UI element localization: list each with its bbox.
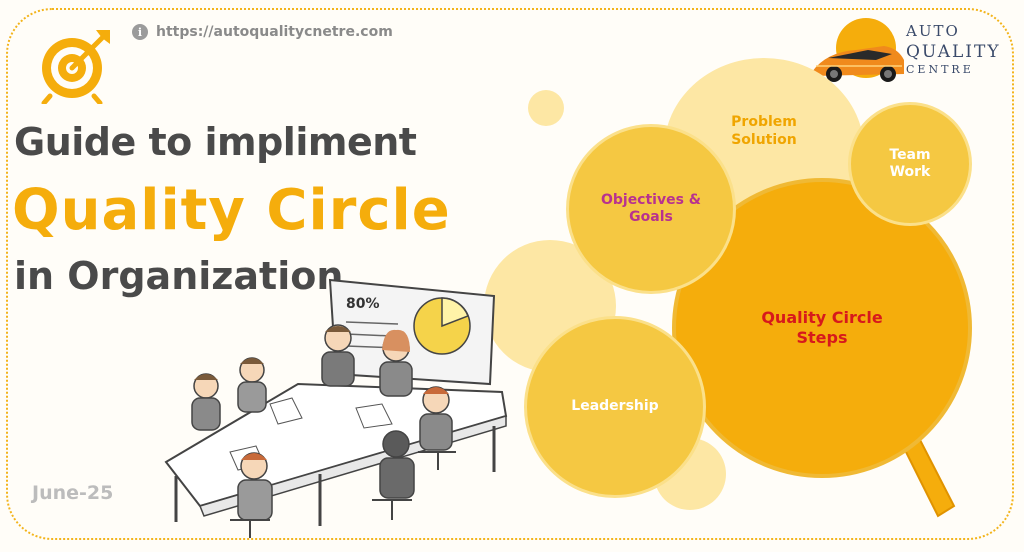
website-url[interactable]: i https://autoqualitycnetre.com	[132, 24, 393, 40]
url-text[interactable]: https://autoqualitycnetre.com	[156, 24, 393, 40]
team-work-circle: Team Work	[848, 102, 972, 226]
meeting-illustration: 80%	[164, 278, 508, 538]
target-icon	[41, 30, 110, 104]
title-line-3: in Organization	[14, 254, 344, 298]
auto-quality-centre-logo	[812, 18, 904, 82]
leadership-circle: Leadership	[524, 316, 706, 498]
logo-line-2: QUALITY	[906, 42, 1001, 62]
date-label: June-25	[32, 482, 114, 504]
objectives-goals-label: Objectives & Goals	[600, 191, 702, 226]
objectives-goals-circle: Objectives & Goals	[566, 124, 736, 294]
leadership-label: Leadership	[571, 398, 659, 415]
chairs	[230, 451, 456, 538]
meeting-people	[191, 324, 453, 521]
logo-text: AUTO QUALITY CENTRE	[906, 22, 1001, 76]
screen-percent-text: 80%	[346, 296, 380, 312]
quality-circle-steps-label: Quality Circle Steps	[761, 308, 883, 347]
logo-line-1: AUTO	[906, 22, 960, 40]
problem-solution-label: Problem Solution	[731, 114, 797, 148]
team-work-label: Team Work	[889, 146, 931, 181]
dotted-border	[6, 8, 1014, 540]
logo-line-3: CENTRE	[906, 63, 974, 76]
small-decor-circle	[528, 90, 564, 126]
presentation-screen: 80%	[328, 278, 496, 386]
title-line-2: Quality Circle	[12, 178, 451, 243]
info-icon: i	[132, 24, 148, 40]
title-line-1: Guide to impliment	[14, 120, 417, 164]
